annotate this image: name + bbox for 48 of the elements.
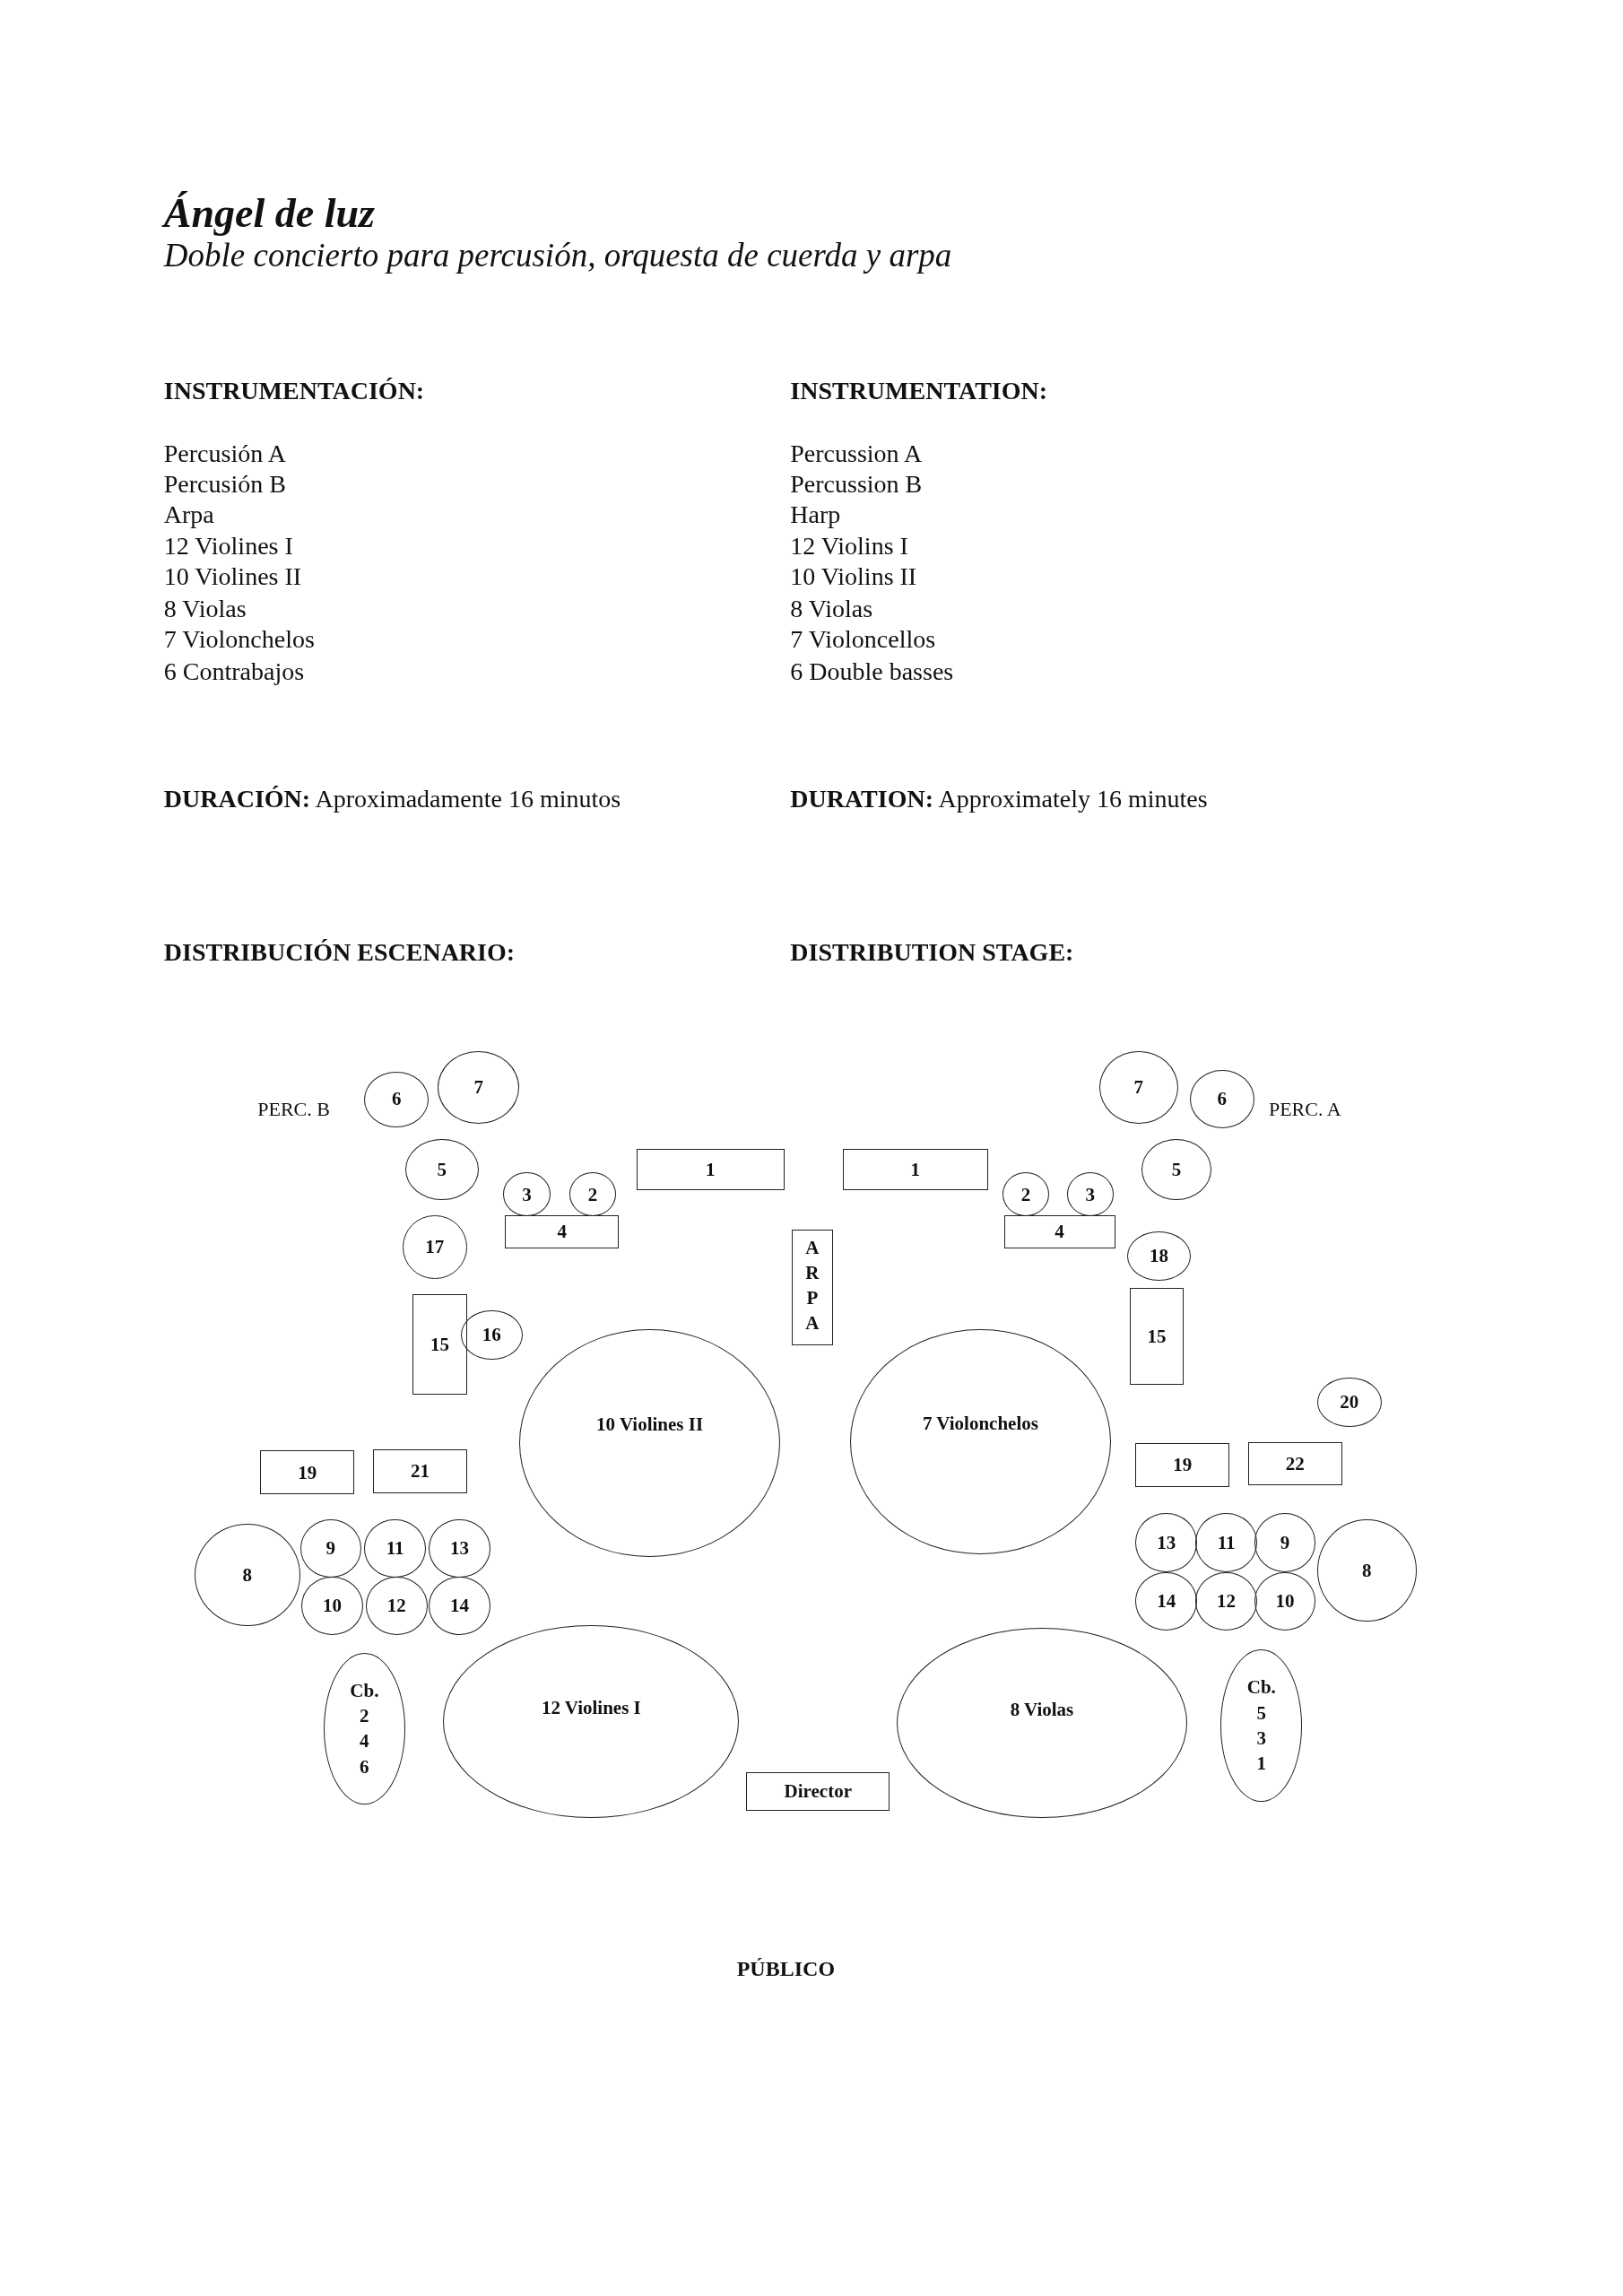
position-circle: 11 [1195, 1513, 1257, 1572]
position-box: 19 [1135, 1443, 1229, 1488]
position-box: 22 [1248, 1441, 1342, 1486]
list-item: Percusión A [163, 439, 286, 468]
bass-ellipse: Cb. 2 4 6 [323, 1652, 406, 1805]
section-heading: DISTRIBUTION STAGE: [790, 938, 1074, 968]
list-item: 12 Violines I [163, 531, 293, 561]
position-circle: 13 [1135, 1513, 1197, 1572]
duration-text: DURATION: Approximately 16 minutes [790, 785, 1208, 814]
list-item: 10 Violines II [163, 562, 302, 591]
position-box: 4 [1003, 1214, 1115, 1249]
bass-ellipse: Cb. 5 3 1 [1220, 1649, 1303, 1802]
list-item: 7 Violoncellos [790, 625, 936, 655]
position-box: 15 [1129, 1288, 1185, 1385]
section-heading: INSTRUMENTATION: [790, 376, 1048, 405]
list-item: 8 Violas [790, 594, 873, 623]
list-item: 10 Violins II [790, 562, 917, 591]
section-ellipse: 7 Violonchelos [850, 1328, 1111, 1555]
list-item: 7 Violonchelos [163, 625, 315, 655]
list-item: 6 Double basses [790, 657, 954, 687]
position-box: 19 [260, 1450, 354, 1495]
list-item: Percusión B [163, 470, 286, 500]
audience-label: PÚBLICO [736, 1956, 836, 1981]
position-box: Director [746, 1772, 890, 1811]
list-item: Arpa [163, 500, 214, 530]
position-circle: 12 [1195, 1571, 1257, 1631]
harp-box: ARPA [791, 1229, 833, 1345]
list-item: Harp [790, 500, 841, 530]
position-box: 1 [843, 1149, 988, 1190]
position-circle: 7 [437, 1050, 520, 1125]
section-ellipse: 12 Violines I [443, 1624, 740, 1818]
section-heading: DISTRIBUCIÓN ESCENARIO: [163, 938, 516, 968]
section-heading: INSTRUMENTACIÓN: [163, 376, 425, 405]
section-label: PERC. A [1268, 1098, 1341, 1122]
position-box: 15 [412, 1293, 467, 1396]
position-box: 1 [636, 1149, 785, 1190]
list-item: Percussion A [790, 439, 923, 468]
duration-text: DURACIÓN: Aproximadamente 16 minutos [163, 785, 621, 814]
list-item: 12 Violins I [790, 531, 908, 561]
position-box: 21 [373, 1448, 467, 1493]
list-item: Percussion B [790, 470, 923, 500]
list-item: 6 Contrabajos [163, 657, 305, 687]
subtitle: Doble concierto para percusión, orquesta de cuerda y arpa [163, 236, 952, 274]
position-box: 4 [505, 1214, 620, 1249]
list-item: 8 Violas [163, 594, 247, 623]
position-circle: 14 [1135, 1571, 1197, 1631]
section-label: PERC. B [257, 1098, 330, 1122]
title: Ángel de luz [163, 188, 375, 237]
